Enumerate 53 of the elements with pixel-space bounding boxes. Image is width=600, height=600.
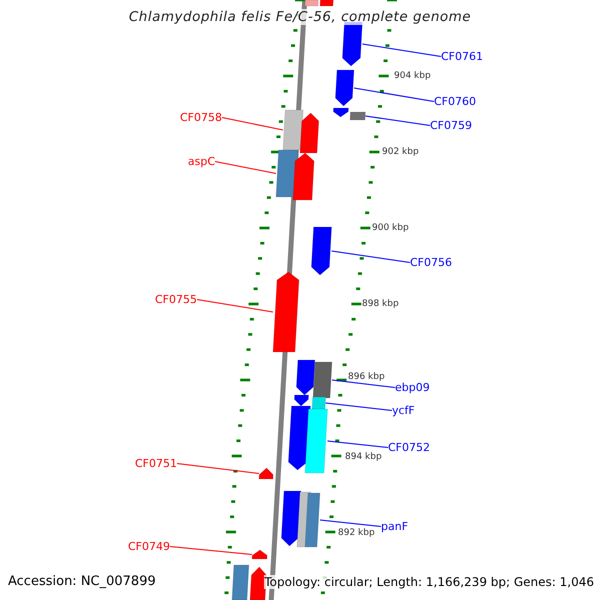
gene-bar <box>305 493 320 547</box>
leader-line <box>170 546 252 555</box>
position-label: 896 kbp <box>348 372 385 383</box>
position-label: 900 kbp <box>372 223 409 234</box>
gene-bar <box>281 491 302 546</box>
gene-bar <box>283 110 304 150</box>
gene-label: CF0760 <box>434 95 476 108</box>
gene-label: CF0749 <box>128 540 170 553</box>
leader-line <box>327 440 388 448</box>
leader-line <box>222 117 284 130</box>
gene-label: CF0756 <box>410 256 452 269</box>
leader-line <box>214 161 276 174</box>
position-label: 892 kbp <box>338 528 375 539</box>
leader-line <box>332 380 396 388</box>
position-label: 898 kbp <box>362 299 399 310</box>
gene-label: CF0758 <box>180 111 222 124</box>
gene-bar <box>313 362 332 398</box>
gene-bar <box>320 0 334 6</box>
gene-label: CF0751 <box>134 457 177 470</box>
gene-label: CF0752 <box>388 441 430 454</box>
gene-label: aspC <box>188 155 215 168</box>
gene-bar <box>305 409 328 473</box>
topology-text: Topology: circular; Length: 1,166,239 bp; Genes: 1,046 <box>264 575 594 589</box>
gene-label: ebp09 <box>395 381 430 394</box>
gene-bar <box>293 153 315 200</box>
gene-bar <box>300 113 320 153</box>
gene-label: CF0759 <box>430 119 472 132</box>
leader-line <box>362 44 442 57</box>
gene-bar <box>252 550 268 559</box>
position-label: 904 kbp <box>394 71 431 82</box>
gene-label: panF <box>381 520 408 533</box>
gene-bar <box>259 468 274 479</box>
gene-bar <box>311 227 332 275</box>
gene-label: CF0755 <box>154 293 197 306</box>
gene-label: ycfF <box>392 404 415 417</box>
position-label: 894 kbp <box>345 452 382 463</box>
gene-bar <box>312 397 326 409</box>
accession-text: Accession: NC_007899 <box>8 574 156 589</box>
gene-label: CF0761 <box>441 50 484 63</box>
leader-line <box>364 116 430 126</box>
gene-bar <box>232 565 249 600</box>
gene-bar <box>305 0 318 6</box>
leader-line <box>325 402 392 411</box>
gene-bar <box>273 272 300 352</box>
leader-line <box>354 88 434 102</box>
gene-bar <box>342 22 362 66</box>
position-label: 902 kbp <box>382 147 419 158</box>
leader-line <box>320 520 382 527</box>
leader-line <box>176 463 260 474</box>
leader-line <box>196 299 274 312</box>
title: Chlamydophila felis Fe/C-56, complete genome <box>128 9 472 25</box>
leader-line <box>331 250 410 263</box>
gene-bar <box>350 112 366 120</box>
